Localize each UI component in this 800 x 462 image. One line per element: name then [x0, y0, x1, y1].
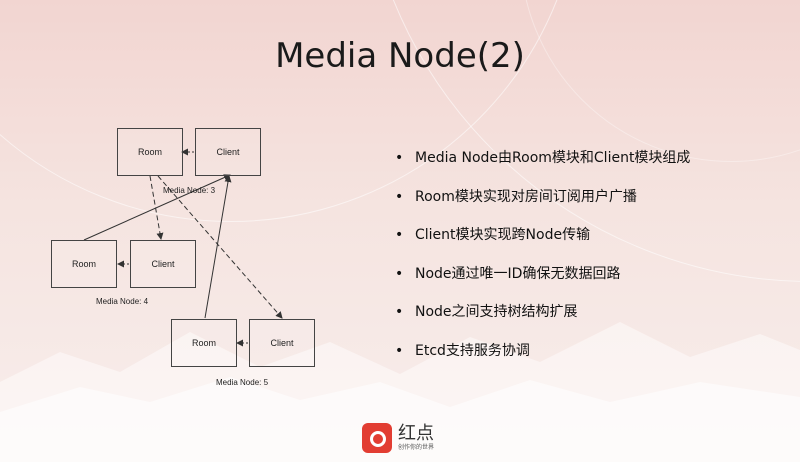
bullet-dot-icon: • — [395, 188, 404, 205]
bullet-list: • Media Node由Room模块和Client模块组成 • Room模块实现对… — [393, 148, 690, 379]
client-box-node-4: Client — [130, 240, 196, 288]
bullet-item: • Etcd支持服务协调 — [393, 341, 690, 380]
bullet-item: • Node之间支持树结构扩展 — [393, 302, 690, 341]
room-box-node-4: Room — [51, 240, 117, 288]
brand-logo: 红点 创作你的世界 — [362, 423, 434, 453]
bullet-dot-icon: • — [395, 265, 404, 282]
bullet-item: • Media Node由Room模块和Client模块组成 — [393, 148, 690, 187]
bullet-dot-icon: • — [395, 342, 404, 359]
arrow-room3-to-client4 — [149, 175, 164, 240]
logo-text: 红点 创作你的世界 — [398, 424, 434, 452]
room-box-node-3: Room — [117, 128, 183, 176]
bullet-text: Node之间支持树结构扩展 — [415, 304, 578, 320]
node-label-4: Media Node: 4 — [96, 297, 149, 306]
room-box-node-5: Room — [171, 319, 237, 367]
logo-name: 红点 — [398, 423, 434, 444]
client-box-node-3: Client — [195, 128, 261, 176]
bullet-item: • Room模块实现对房间订阅用户广播 — [393, 187, 690, 226]
mountain-background — [0, 322, 800, 462]
bullet-dot-icon: • — [395, 304, 404, 320]
arrow-room5-to-client3 — [204, 175, 232, 319]
node-label-5: Media Node: 5 — [216, 378, 269, 387]
slide-title: Media Node(2) — [275, 36, 525, 76]
node-label-3: Media Node: 3 — [163, 186, 216, 195]
bullet-dot-icon: • — [395, 150, 404, 166]
bullet-text: Etcd支持服务协调 — [415, 342, 530, 359]
bullet-text: Room模块实现对房间订阅用户广播 — [415, 188, 637, 205]
logo-mark-icon — [362, 423, 392, 453]
bullet-text: Node通过唯一ID确保无数据回路 — [415, 265, 621, 282]
logo-tagline: 创作你的世界 — [398, 444, 435, 451]
bullet-item: • Node通过唯一ID确保无数据回路 — [393, 264, 690, 303]
bullet-text: Client模块实现跨Node传输 — [415, 227, 591, 243]
arrow-room4-to-client3 — [83, 174, 231, 241]
bullet-dot-icon: • — [395, 227, 404, 243]
bullet-text: Media Node由Room模块和Client模块组成 — [415, 150, 691, 166]
bullet-item: • Client模块实现跨Node传输 — [393, 225, 690, 264]
client-box-node-5: Client — [249, 319, 315, 367]
